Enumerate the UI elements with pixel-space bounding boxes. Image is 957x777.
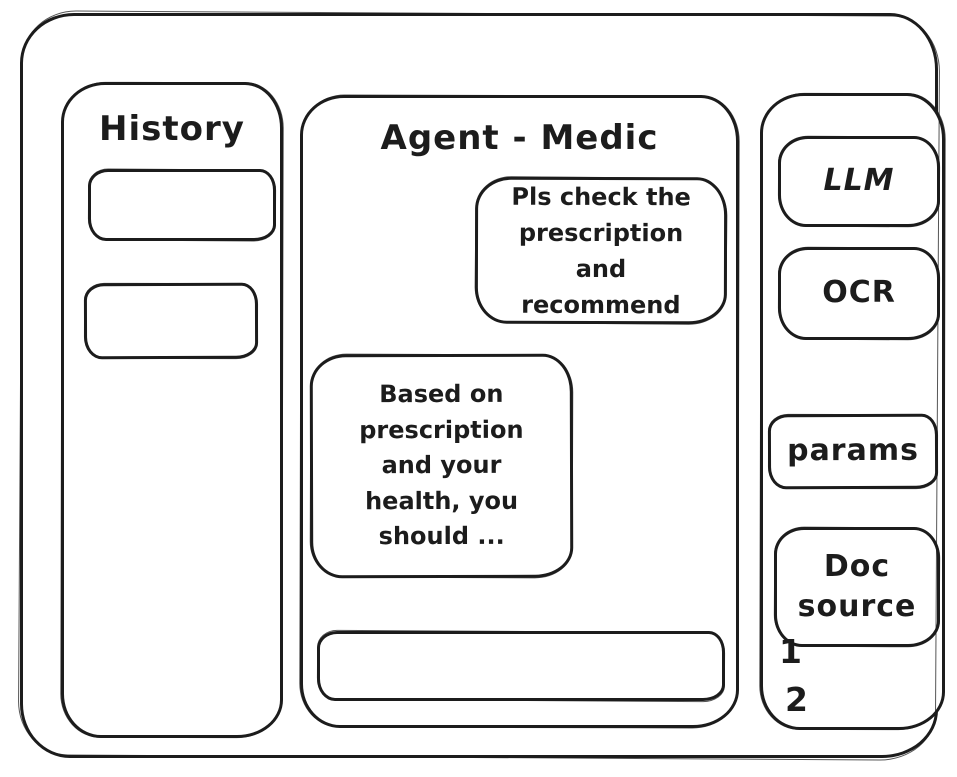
- app-frame: History Agent - Medic Pls check the pres…: [20, 13, 945, 758]
- doc-source-item-2[interactable]: 2: [785, 680, 808, 719]
- history-title: History: [99, 109, 245, 149]
- ocr-button[interactable]: OCR: [778, 247, 940, 340]
- chat-panel: Agent - Medic Pls check the prescription…: [300, 95, 739, 728]
- history-item[interactable]: [83, 282, 259, 360]
- params-button[interactable]: params: [767, 413, 939, 490]
- doc-source-button[interactable]: Doc source: [774, 527, 940, 647]
- user-message-bubble: Pls check the prescription and recommend: [474, 176, 728, 325]
- chat-title: Agent - Medic: [380, 118, 659, 158]
- history-panel: History: [61, 82, 283, 738]
- doc-source-item-1[interactable]: 1: [779, 632, 802, 671]
- message-input[interactable]: [317, 631, 725, 701]
- history-item[interactable]: [88, 169, 276, 241]
- tools-panel: LLM OCR params Doc source 1 2: [760, 93, 945, 730]
- llm-button[interactable]: LLM: [778, 136, 940, 227]
- assistant-message-bubble: Based on prescription and your health, y…: [309, 353, 574, 579]
